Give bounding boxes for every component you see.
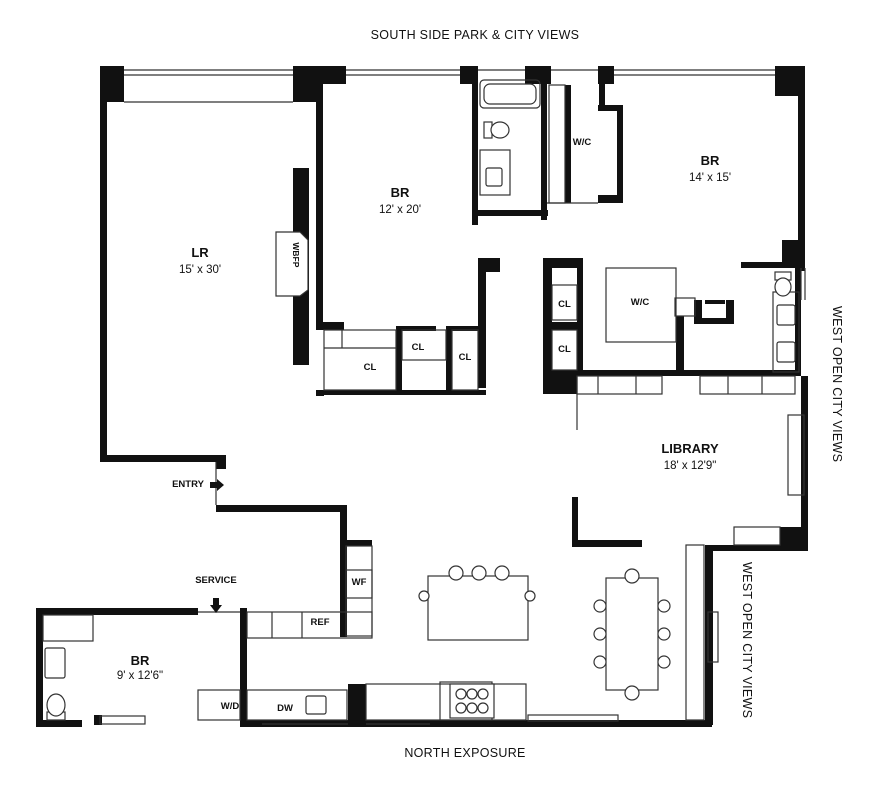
- north-exposure-label: NORTH EXPOSURE: [404, 746, 526, 760]
- wine-fridge-label: WF: [351, 577, 367, 588]
- island-stools: [418, 565, 536, 602]
- toilet-service: [46, 693, 66, 721]
- closet-label-mid-lower: CL: [558, 344, 571, 355]
- closet-label-mid-upper: CL: [558, 299, 571, 310]
- toilet-top-bath: [483, 121, 510, 139]
- living-room-name: LR: [191, 245, 209, 260]
- closet-label-center-b: CL: [411, 342, 425, 353]
- sink-kitchen: [305, 695, 327, 715]
- bedroom-service-name: BR: [130, 653, 150, 668]
- fireplace-label: WBFP: [290, 242, 301, 268]
- bedroom-center-dims: 12' x 20': [378, 204, 422, 216]
- right-arrow-icon: [210, 479, 224, 491]
- living-room-dims: 15' x 30': [178, 264, 222, 276]
- toilet-right-bath: [774, 271, 792, 297]
- down-arrow-icon: [210, 598, 222, 613]
- interior-lines: [42, 69, 806, 725]
- west-exposure-upper-label: WEST OPEN CITY VIEWS: [830, 306, 844, 463]
- fireplace-hearth: [275, 231, 309, 297]
- walls: [36, 66, 808, 727]
- service-label: SERVICE: [195, 575, 237, 586]
- library-name: LIBRARY: [661, 441, 719, 456]
- wic-top-label: W/C: [572, 137, 592, 148]
- west-exposure-lower-label: WEST OPEN CITY VIEWS: [740, 562, 754, 719]
- south-exposure-label: SOUTH SIDE PARK & CITY VIEWS: [370, 28, 580, 42]
- wic-mid-label: W/C: [630, 297, 650, 308]
- stove-burners: [449, 683, 495, 719]
- closet-label-center-a: CL: [363, 362, 377, 373]
- bedroom-center-name: BR: [390, 185, 410, 200]
- library-dims: 18' x 12'9": [663, 460, 717, 472]
- dining-chairs: [593, 568, 671, 701]
- fixtures: [46, 121, 792, 721]
- refrigerator-label: REF: [310, 617, 330, 628]
- dishwasher-label: DW: [277, 703, 293, 714]
- bedroom-right-dims: 14' x 15': [688, 172, 732, 184]
- entry-label: ENTRY: [172, 479, 204, 490]
- washer-dryer-label: W/D: [220, 701, 240, 712]
- bedroom-service-dims: 9' x 12'6": [116, 670, 164, 682]
- closet-label-center-c: CL: [458, 352, 472, 363]
- bedroom-right-name: BR: [700, 153, 720, 168]
